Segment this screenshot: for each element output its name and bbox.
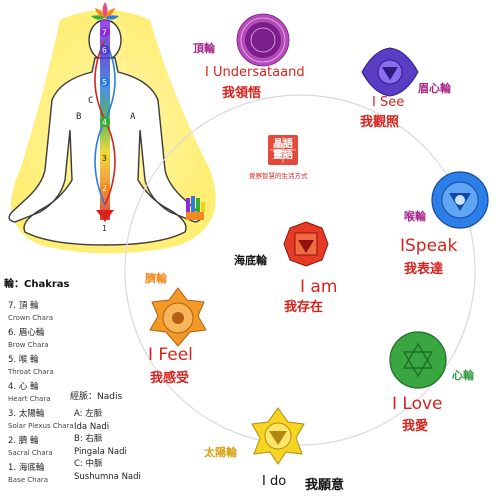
spine-number: 7 [102,28,107,37]
solar-chakra-icon [251,407,305,465]
legend-cn: 心 輪 [18,382,39,392]
root-chakra-icon [283,221,329,267]
meditating-figure [8,2,216,254]
legend-cn: 臍 輪 [18,436,39,446]
legend-num: 7. [8,301,17,311]
legend-en: Base Chara [8,475,49,484]
nadi-letter: A: [74,409,83,419]
legend-cn: 太陽輪 [18,409,45,419]
throat-chakra-icon [431,171,489,229]
spine-number: 6 [102,46,107,55]
legend-item: 3. 太陽輪 Solar Plexus Chara [8,410,74,430]
spine-number: 5 [102,78,107,87]
legend-num: 5. [8,355,17,365]
spine-number: 1 [102,224,107,233]
crown-slogan-cn: 我領悟 [222,86,262,101]
root-slogan-en: I am [300,277,338,297]
legend-num: 4. [8,382,17,392]
heart-chakra-icon [389,331,447,389]
heart-chakra-name: 心輪 [452,369,474,382]
nadi-item: C: 中脈 Sushumna Nadi [74,460,141,481]
heart-slogan-en: I Love [392,394,443,414]
legend-en: Heart Chara [8,394,51,403]
crown-slogan-en: I Undersataand [205,65,305,80]
figure-label-a: A [130,112,136,122]
legend-en: Solar Plexus Chara [8,421,74,430]
legend-num: 6. [8,328,17,338]
nadi-cn: 左脈 [85,409,103,419]
legend-num: 1. [8,463,17,473]
throat-slogan-en: ISpeak [400,236,458,256]
throat-chakra-name: 喉輪 [404,210,426,223]
legend-num: 3. [8,409,17,419]
nadi-cn: 右脈 [85,434,103,444]
legend-item: 2. 臍 輪 Sacral Chara [8,437,53,457]
brow-chakra-name: 眉心輪 [418,82,451,95]
legend-item: 5. 喉 輪 Throat Chara [8,356,54,376]
legend-num: 2. [8,436,17,446]
crown-chakra-name: 頂輪 [193,42,215,55]
legend-cn: 喉 輪 [18,355,39,365]
legend-en: Throat Chara [8,367,54,376]
sacral-chakra-icon [149,287,207,347]
brow-slogan-cn: 我觀照 [360,115,400,130]
root-chakra-name: 海底輪 [234,254,267,267]
legend-cn: 海底輪 [18,463,45,473]
seal-tagline: 覺察智慧的生活方式 [249,172,308,180]
throat-slogan-cn: 我表達 [404,262,444,277]
heart-slogan-cn: 我愛 [402,419,429,434]
sacral-slogan-cn: 我感受 [150,371,190,386]
brow-chakra-icon [361,47,419,97]
solar-slogan-en: I do [262,474,287,489]
brow-slogan-en: I See [372,95,405,110]
legend-item: 6. 眉心輪 Brow Chara [8,329,49,349]
spine-number: 4 [102,118,107,127]
legend-item: 1. 海底輪 Base Chara [8,464,48,484]
legend-item: 4. 心 輪 Heart Chara [8,383,51,403]
solar-chakra-name: 太陽輪 [204,446,237,459]
seal-text: 晶語靈語 [273,139,293,161]
solar-slogan-cn: 我願意 [305,478,345,493]
nadi-en: Sushumna Nadi [74,471,141,482]
seal-stamp [268,135,298,165]
nadi-letter: B: [74,434,83,444]
legend-en: Sacral Chara [8,448,53,457]
legend-cn: 眉心輪 [18,328,45,338]
legend-en: Crown Chara [8,313,54,322]
nadis-title: 經脈：Nadis [70,392,123,402]
legend-item: 7. 頂 輪 Crown Chara [8,302,53,322]
figure-label-c: C [88,96,94,106]
spine-number: 3 [102,154,107,163]
nadi-letter: C: [74,459,83,469]
nadi-item: B: 右脈 Pingala Nadi [74,435,127,456]
spine-number: 2 [102,184,107,193]
legend-title: 輪：Chakras [4,279,70,290]
nadi-en: Pingala Nadi [74,446,127,457]
legend-en: Brow Chara [8,340,49,349]
legend-cn: 頂 輪 [18,301,39,311]
nadi-en: Ida Nadi [74,421,110,432]
root-slogan-cn: 我存在 [284,300,324,315]
nadi-item: A: 左脈 Ida Nadi [74,410,109,431]
sacral-slogan-en: I Feel [148,345,193,365]
sacral-chakra-name: 臍輪 [145,272,167,285]
crown-chakra-icon [236,13,290,67]
figure-label-b: B [76,112,82,122]
nadi-cn: 中脈 [85,459,103,469]
